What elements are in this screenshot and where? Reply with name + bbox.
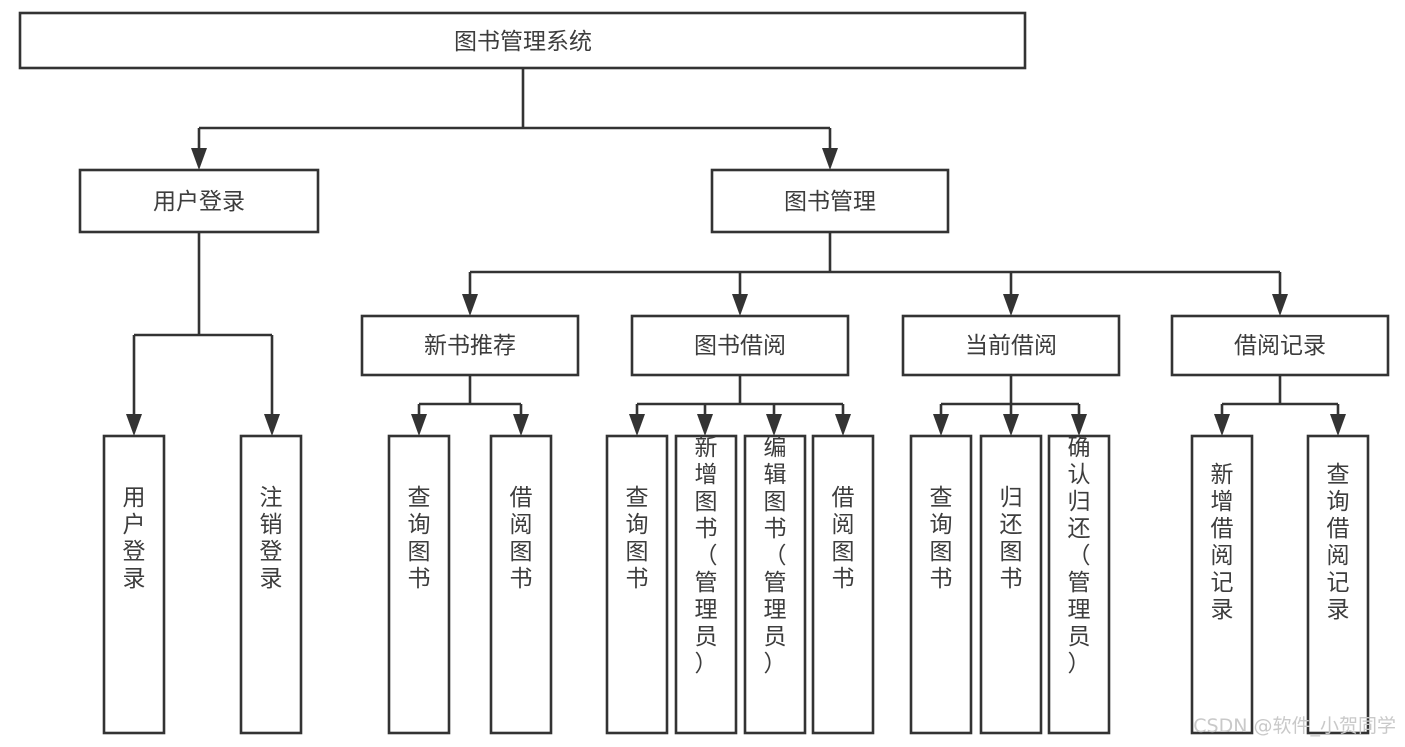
- leaf-label-query-book: 查询图书: [408, 485, 431, 592]
- node-box[interactable]: [360, 314, 580, 377]
- node-box[interactable]: [909, 434, 973, 735]
- arrow-head-icon: [1003, 414, 1019, 436]
- connector-userlogin-to-leaves: [126, 232, 280, 436]
- node-box[interactable]: [605, 434, 669, 735]
- node-box[interactable]: [630, 314, 850, 377]
- node-box[interactable]: [743, 434, 807, 735]
- node-root-system[interactable]: 图书管理系统: [18, 11, 1027, 70]
- node-label-borrow-records: 借阅记录: [1234, 333, 1326, 359]
- leaf-label-query-borrow-record: 查询借阅记录: [1327, 462, 1350, 623]
- leaf-label-query-book: 查询图书: [930, 485, 953, 592]
- node-box[interactable]: [1306, 434, 1370, 735]
- leaf-label-edit-book-admin: 编辑图书（管理员）: [764, 435, 787, 677]
- arrow-head-icon: [1330, 414, 1346, 436]
- leaf-label-user-login: 用户登录: [123, 485, 146, 592]
- arrow-head-icon: [933, 414, 949, 436]
- node-box[interactable]: [710, 168, 950, 234]
- leaf-node-user-login[interactable]: 用户登录: [102, 434, 166, 735]
- node-label-new-book-recommend: 新书推荐: [424, 333, 516, 359]
- arrow-head-icon: [697, 414, 713, 436]
- node-current-borrow[interactable]: 当前借阅: [901, 314, 1121, 377]
- arrow-head-icon: [732, 294, 748, 316]
- leaf-node-logout[interactable]: 注销登录: [239, 434, 303, 735]
- node-book-management[interactable]: 图书管理: [710, 168, 950, 234]
- node-box[interactable]: [18, 11, 1027, 70]
- node-box[interactable]: [811, 434, 875, 735]
- node-book-borrow[interactable]: 图书借阅: [630, 314, 850, 377]
- node-new-book-recommend[interactable]: 新书推荐: [360, 314, 580, 377]
- leaf-node-confirm-return-admin[interactable]: 确认归还（管理员）: [1047, 434, 1111, 735]
- node-box[interactable]: [78, 168, 320, 234]
- node-box[interactable]: [1047, 434, 1111, 735]
- leaf-label-add-book-admin: 新增图书（管理员）: [695, 435, 718, 677]
- node-label-book-management: 图书管理: [784, 189, 876, 215]
- arrow-head-icon: [1214, 414, 1230, 436]
- leaf-node-add-book-admin[interactable]: 新增图书（管理员）: [674, 434, 738, 735]
- node-label-root: 图书管理系统: [454, 29, 592, 55]
- node-label-user-login: 用户登录: [153, 189, 245, 215]
- leaf-node-edit-book-admin[interactable]: 编辑图书（管理员）: [743, 434, 807, 735]
- arrow-head-icon: [1272, 294, 1288, 316]
- node-borrow-records[interactable]: 借阅记录: [1170, 314, 1390, 377]
- leaf-node-query-borrow-record[interactable]: 查询借阅记录: [1306, 434, 1370, 735]
- connector-newbook-to-leaves: [411, 375, 529, 436]
- node-box[interactable]: [102, 434, 166, 735]
- connector-bookborrow-to-leaves: [629, 375, 851, 436]
- leaf-node-borrow-book-recommend[interactable]: 借阅图书: [489, 434, 553, 735]
- leaf-label-borrow-book: 借阅图书: [832, 485, 855, 592]
- leaf-label-add-borrow-record: 新增借阅记录: [1211, 462, 1234, 623]
- watermark-text: CSDN @软件_小贺同学: [1193, 715, 1396, 737]
- leaf-label-return-book: 归还图书: [1000, 485, 1023, 592]
- leaf-node-add-borrow-record[interactable]: 新增借阅记录: [1190, 434, 1254, 735]
- node-box[interactable]: [1170, 314, 1390, 377]
- leaf-node-query-book-borrow[interactable]: 查询图书: [605, 434, 669, 735]
- arrow-head-icon: [629, 414, 645, 436]
- node-box[interactable]: [674, 434, 738, 735]
- node-box[interactable]: [979, 434, 1043, 735]
- arrow-head-icon: [822, 148, 838, 170]
- arrow-head-icon: [264, 414, 280, 436]
- leaf-node-query-book-current[interactable]: 查询图书: [909, 434, 973, 735]
- connector-borrowrecords-to-leaves: [1214, 375, 1346, 436]
- leaf-label-logout: 注销登录: [260, 485, 283, 592]
- node-label-current-borrow: 当前借阅: [965, 333, 1057, 359]
- leaf-label-confirm-return-admin: 确认归还（管理员）: [1068, 435, 1091, 677]
- leaf-label-borrow-book: 借阅图书: [510, 485, 533, 592]
- arrow-head-icon: [1071, 414, 1087, 436]
- connector-root-to-level2: [191, 68, 838, 170]
- arrow-head-icon: [411, 414, 427, 436]
- node-box[interactable]: [901, 314, 1121, 377]
- node-user-login[interactable]: 用户登录: [78, 168, 320, 234]
- node-box[interactable]: [387, 434, 451, 735]
- arrow-head-icon: [835, 414, 851, 436]
- arrow-head-icon: [126, 414, 142, 436]
- node-box[interactable]: [489, 434, 553, 735]
- node-label-book-borrow: 图书借阅: [694, 333, 786, 359]
- arrow-head-icon: [191, 148, 207, 170]
- arrow-head-icon: [1003, 294, 1019, 316]
- connector-bookmgmt-to-level3: [462, 232, 1288, 316]
- node-box[interactable]: [1190, 434, 1254, 735]
- leaf-label-query-book: 查询图书: [626, 485, 649, 592]
- leaf-node-return-book[interactable]: 归还图书: [979, 434, 1043, 735]
- leaf-node-borrow-book[interactable]: 借阅图书: [811, 434, 875, 735]
- arrow-head-icon: [462, 294, 478, 316]
- connector-currentborrow-to-leaves: [933, 375, 1087, 436]
- arrow-head-icon: [766, 414, 782, 436]
- leaf-node-query-book-recommend[interactable]: 查询图书: [387, 434, 451, 735]
- node-box[interactable]: [239, 434, 303, 735]
- arrow-head-icon: [513, 414, 529, 436]
